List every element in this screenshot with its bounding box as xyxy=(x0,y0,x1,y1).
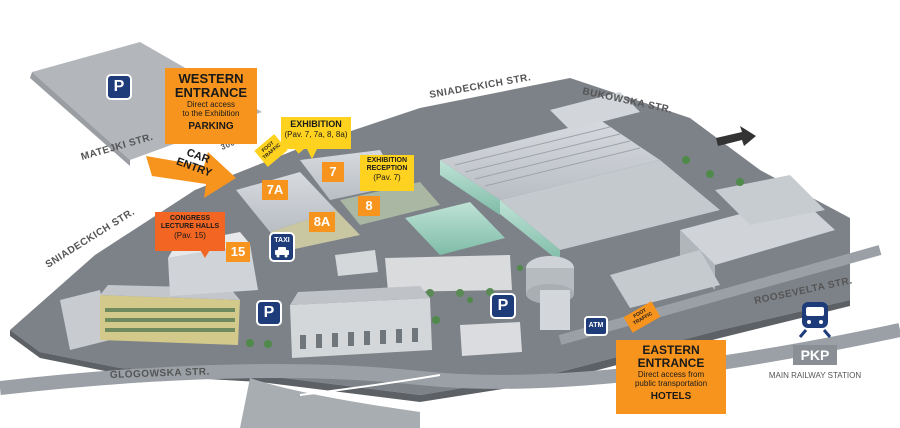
eastern-entrance-title-2: ENTRANCE xyxy=(637,356,705,370)
taxi-label: TAXI xyxy=(274,237,290,244)
exhibition-callout: EXHIBITION (Pav. 7, 7a, 8, 8a) xyxy=(281,117,351,149)
train-icon xyxy=(798,302,832,338)
building-hall-south xyxy=(610,250,720,308)
parking-icon-south[interactable]: P xyxy=(258,302,280,324)
reception-title-2: RECEPTION xyxy=(366,165,408,172)
eastern-entrance-hotels: HOTELS xyxy=(650,391,692,402)
exhibition-title: EXHIBITION xyxy=(290,119,342,129)
congress-sub: (Pav. 15) xyxy=(174,231,206,240)
building-north-hall xyxy=(550,92,640,130)
car-icon xyxy=(275,247,289,258)
congress-title-2: LECTURE HALLS xyxy=(160,223,220,230)
building-west-low xyxy=(60,290,110,350)
arrow-icon xyxy=(716,126,756,146)
western-entrance-callout: WESTERN ENTRANCE Direct access to the Ex… xyxy=(165,68,257,144)
pkp-logo: PKP xyxy=(793,345,837,365)
building-central-hall xyxy=(440,120,660,200)
pavilion-15-marker[interactable]: 15 xyxy=(226,242,250,262)
pavilion-8a-marker[interactable]: 8A xyxy=(309,212,335,232)
western-entrance-sub-1: Direct access xyxy=(186,100,235,109)
building-east-hall xyxy=(500,160,720,250)
western-entrance-title-2: ENTRANCE xyxy=(174,85,248,100)
building-heritage xyxy=(385,255,512,292)
trees xyxy=(246,156,744,348)
congress-callout: CONGRESS LECTURE HALLS (Pav. 15) xyxy=(155,212,225,251)
pkp-caption: MAIN RAILWAY STATION xyxy=(768,371,862,380)
pavilion-7-marker[interactable]: 7 xyxy=(322,162,344,182)
building-small-mid xyxy=(335,250,378,276)
atm-marker[interactable]: ATM xyxy=(586,318,606,334)
pavilion-7a-marker[interactable]: 7A xyxy=(262,180,288,200)
eastern-entrance-sub-1: Direct access from xyxy=(637,370,705,379)
pavilion-8-marker[interactable]: 8 xyxy=(358,196,380,216)
western-entrance-sub-2: to the Exhibition xyxy=(182,109,240,118)
eastern-entrance-title-1: EASTERN xyxy=(642,343,700,357)
parking-icon-center[interactable]: P xyxy=(492,295,514,317)
exhibition-sub: (Pav. 7, 7a, 8, 8a) xyxy=(284,130,348,139)
eastern-entrance-callout: EASTERN ENTRANCE Direct access from publ… xyxy=(616,340,726,414)
western-entrance-parking: PARKING xyxy=(188,121,234,132)
car-entry-arrow xyxy=(146,152,236,198)
eastern-entrance-sub-2: public transportation xyxy=(634,379,708,388)
exhibition-pointer xyxy=(306,147,318,159)
western-entrance-title-1: WESTERN xyxy=(178,71,244,86)
building-glass-hall xyxy=(405,202,505,255)
building-hall-northeast xyxy=(715,175,825,225)
taxi-icon[interactable]: TAXI xyxy=(271,234,293,260)
congress-title-1: CONGRESS xyxy=(169,215,211,222)
parking-icon-northwest[interactable]: P xyxy=(108,76,130,98)
congress-pointer xyxy=(199,248,211,258)
building-south-small xyxy=(460,322,522,356)
street-glogowska: GLOGOWSKA STR. xyxy=(110,367,210,381)
reception-title-1: EXHIBITION xyxy=(366,157,408,164)
reception-callout: EXHIBITION RECEPTION (Pav. 7) xyxy=(360,155,414,191)
pkp-station[interactable]: PKP MAIN RAILWAY STATION xyxy=(760,300,870,380)
reception-sub: (Pav. 7) xyxy=(373,173,401,182)
building-south-arcade xyxy=(290,298,432,358)
